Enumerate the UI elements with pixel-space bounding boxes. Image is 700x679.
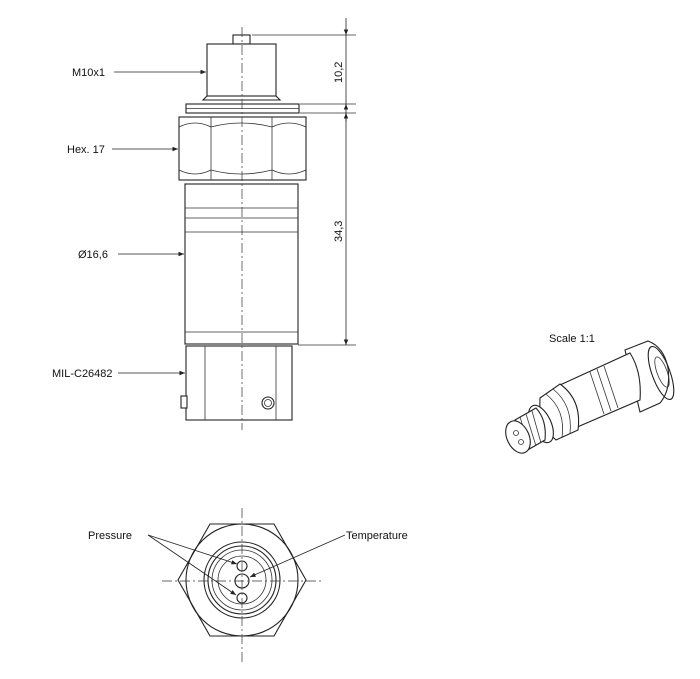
connector-pin-hole (261, 396, 275, 410)
end-view (162, 508, 322, 662)
connector (185, 345, 293, 421)
dimension-lines (252, 18, 356, 346)
temperature-label: Temperature (346, 530, 408, 542)
dim-body-label: 34,3 (333, 221, 345, 242)
hex-nut (178, 116, 307, 181)
thread-label: M10x1 (72, 67, 105, 79)
thread-flare (201, 95, 282, 101)
isometric-view (505, 340, 675, 454)
sensor-body (184, 183, 299, 345)
dim-top-label: 10,2 (333, 62, 345, 83)
front-view-leaders (112, 69, 206, 376)
connector-lug (180, 395, 188, 409)
pressure-label: Pressure (88, 530, 132, 542)
sensor-pin (232, 34, 251, 45)
front-view (178, 27, 307, 430)
thread-section (206, 43, 277, 97)
hex-label: Hex. 17 (67, 144, 105, 156)
diameter-label: Ø16,6 (78, 249, 108, 261)
end-view-leaders (147, 534, 346, 596)
connector-label: MIL-C26482 (52, 368, 113, 380)
scale-label: Scale 1:1 (549, 333, 595, 345)
